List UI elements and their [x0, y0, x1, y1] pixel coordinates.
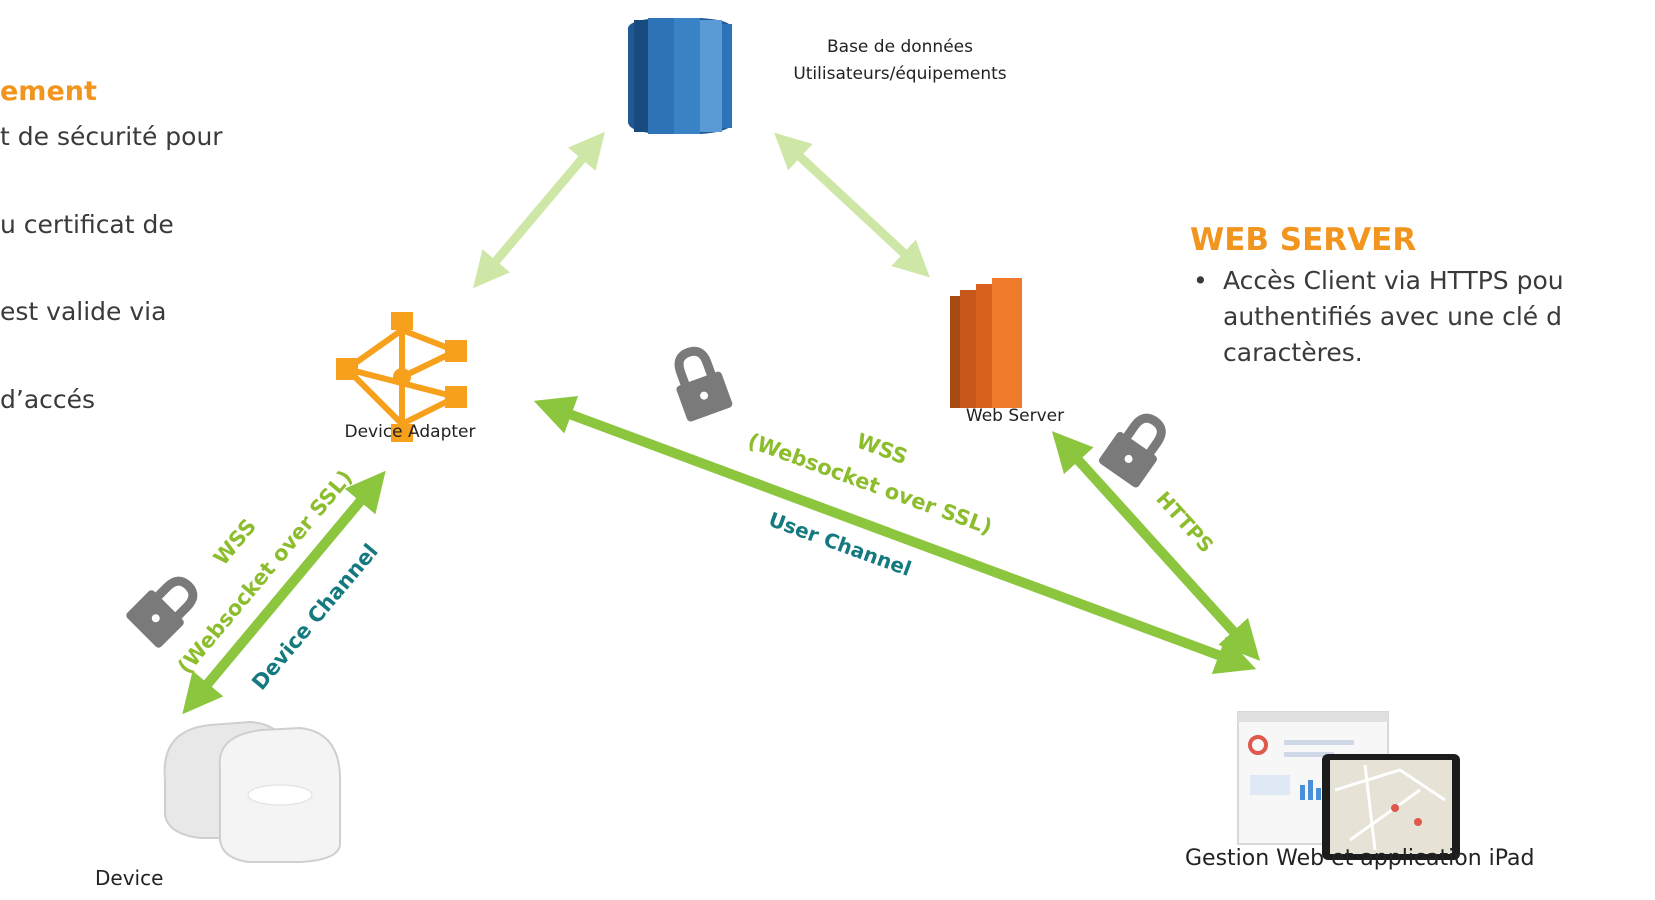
database-label-line-2: Utilisateurs/équipements — [793, 64, 1007, 84]
lock-icon-device-channel — [126, 576, 198, 648]
web-ipad-icon — [1237, 711, 1460, 860]
web-server-panel-line-1: Accès Client via HTTPS pou — [1223, 266, 1564, 295]
lock-icon-https — [1098, 413, 1166, 488]
left-panel-heading: ement — [0, 76, 97, 107]
device-label: Device — [95, 866, 164, 890]
lock-icon-user-channel — [674, 346, 733, 422]
database-label-line-1: Base de données — [827, 37, 973, 57]
arrow-https — [1051, 431, 1261, 661]
web-server-panel-line-2: authentifiés avec une clé d — [1223, 302, 1562, 331]
left-panel-line-2: u certificat de — [0, 210, 174, 239]
web-server-panel-heading: WEB SERVER — [1190, 222, 1417, 258]
web-server-label: Web Server — [965, 406, 1065, 426]
left-panel-line-4: d’accés — [0, 385, 96, 414]
left-panel-line-1: t de sécurité pour — [0, 122, 223, 151]
gestion-label: Gestion Web et application iPad — [1185, 846, 1535, 871]
arrow-db-to-webserver — [774, 132, 930, 278]
arrow-device-channel — [182, 470, 386, 715]
access-point-icon — [163, 720, 341, 863]
web-server-icon — [950, 278, 1022, 408]
left-panel-line-3: est valide via — [0, 297, 167, 326]
device-adapter-label: Device Adapter — [344, 422, 476, 442]
database-icon — [627, 18, 733, 134]
arrow-db-to-adapter — [473, 131, 605, 289]
device-adapter-icon — [336, 312, 467, 442]
bullet-marker: • — [1193, 266, 1208, 295]
web-server-panel-line-3: caractères. — [1223, 338, 1363, 367]
